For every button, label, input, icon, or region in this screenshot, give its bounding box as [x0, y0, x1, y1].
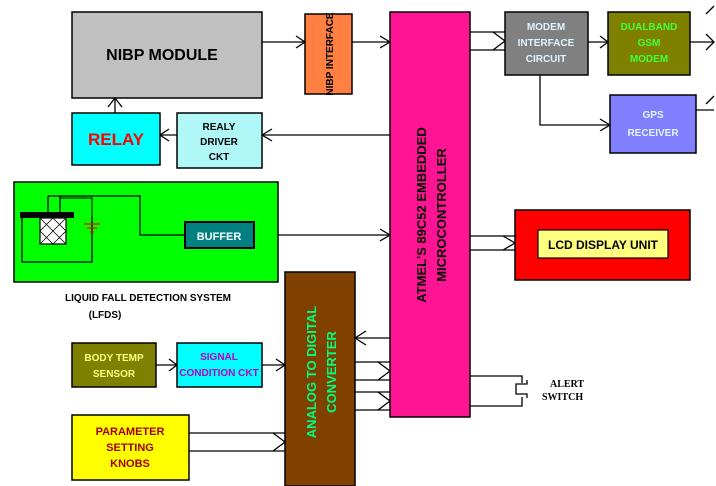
signal-cond-label-line2: CONDITION CKT: [179, 368, 258, 379]
alert-label-line1: ALERT: [550, 379, 584, 390]
microcontroller-block: ATMEL'S 89C52 EMBEDDED MICROCONTROLLER: [389, 11, 471, 418]
gsm-label-line2: GSM: [638, 38, 661, 49]
lfds-panel: [13, 181, 279, 283]
param-label-line1: PARAMETER: [96, 426, 165, 438]
connections: [107, 5, 715, 452]
nibp-interface-block: NIBP INTERFACE: [304, 12, 353, 96]
alert-switch: ALERT SWITCH: [542, 379, 584, 403]
buffer-label: BUFFER: [197, 231, 242, 243]
nibp-interface-label: NIBP INTERFACE: [325, 12, 336, 95]
lfds-caption-line2: (LFDS): [89, 310, 122, 321]
lfds-caption-line1: LIQUID FALL DETECTION SYSTEM: [65, 293, 231, 304]
adc-label-line1: ANALOG TO DIGITAL: [304, 306, 319, 438]
body-temp-sensor-block: BODY TEMP SENSOR: [71, 342, 157, 388]
gsm-label-line1: DUALBAND: [621, 22, 678, 33]
microcontroller-label-line2: MICROCONTROLLER: [434, 148, 449, 282]
adc-label-line2: CONVERTER: [324, 331, 339, 413]
lfds-caption: LIQUID FALL DETECTION SYSTEM (LFDS): [65, 293, 231, 321]
buffer-block: BUFFER: [184, 221, 255, 249]
relay-label: RELAY: [88, 130, 145, 149]
gps-label-line2: RECEIVER: [627, 128, 679, 139]
gps-label-line1: GPS: [642, 110, 663, 121]
relay-driver-label-line3: CKT: [209, 152, 230, 163]
lcd-display-block: LCD DISPLAY UNIT: [514, 209, 691, 281]
microcontroller-label-line1: ATMEL'S 89C52 EMBEDDED: [414, 127, 429, 303]
param-label-line2: SETTING: [106, 442, 154, 454]
lcd-label: LCD DISPLAY UNIT: [548, 238, 659, 252]
gps-receiver-block: GPS RECEIVER: [609, 94, 697, 154]
relay-driver-label-line2: DRIVER: [200, 137, 239, 148]
body-temp-label-line1: BODY TEMP: [84, 353, 144, 364]
parameter-knobs-block: PARAMETER SETTING KNOBS: [71, 414, 190, 481]
signal-cond-label-line1: SIGNAL: [200, 352, 238, 363]
modem-label-line1: MODEM: [527, 22, 565, 33]
relay-block: RELAY: [71, 112, 161, 166]
relay-driver-label-line1: REALY: [203, 122, 236, 133]
gsm-modem-block: DUALBAND GSM MODEM: [607, 11, 691, 76]
body-temp-label-line2: SENSOR: [93, 369, 136, 380]
alert-label-line2: SWITCH: [542, 392, 583, 403]
liquid-sensor-icon: [20, 195, 185, 263]
relay-driver-block: REALY DRIVER CKT: [176, 112, 263, 169]
modem-interface-block: MODEM INTERFACE CIRCUIT: [504, 11, 589, 76]
nibp-module-block: NIBP MODULE: [71, 11, 263, 99]
modem-label-line3: CIRCUIT: [526, 54, 567, 65]
signal-condition-block: SIGNAL CONDITION CKT: [176, 342, 263, 388]
modem-label-line2: INTERFACE: [518, 38, 575, 49]
param-label-line3: KNOBS: [110, 458, 150, 470]
adc-block: ANALOG TO DIGITAL CONVERTER: [284, 271, 356, 486]
gsm-label-line3: MODEM: [630, 54, 668, 65]
nibp-module-label: NIBP MODULE: [106, 47, 218, 64]
